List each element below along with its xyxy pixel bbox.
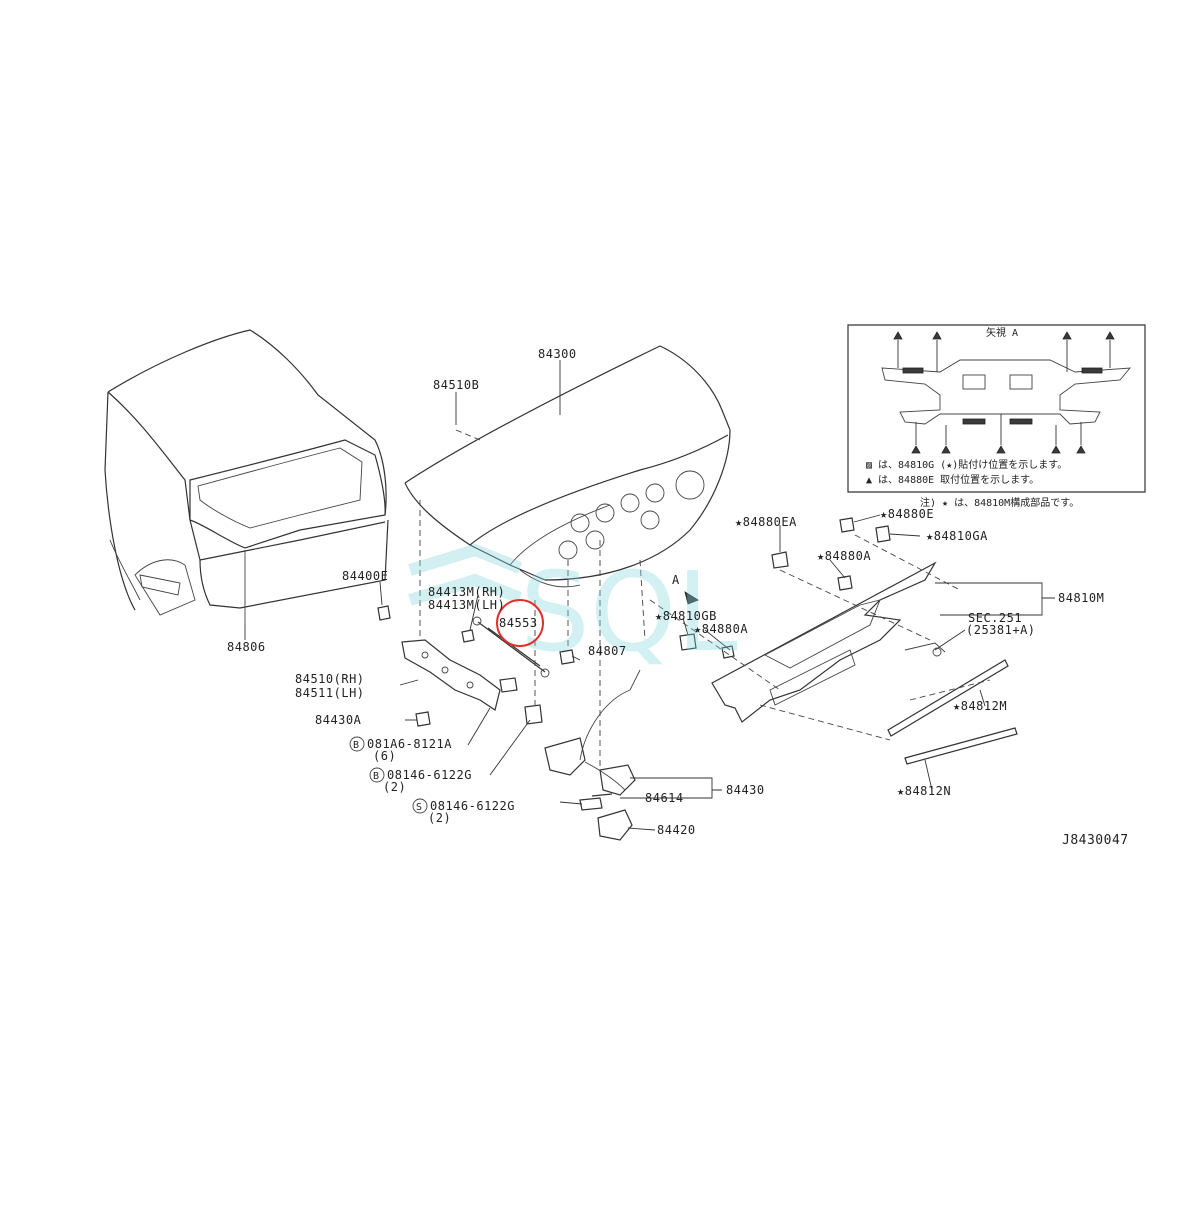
part-labels: 84300 84510B 84806 84400E 84413M(RH) 844… bbox=[227, 347, 1129, 848]
hinge-assembly bbox=[377, 605, 575, 727]
view-a-inset: 矢視 A ▨ は、84810G (★)貼付け位置を示します。 ▲ は、84880… bbox=[847, 324, 1146, 509]
label-08146-s-qty: (2) bbox=[428, 811, 451, 825]
assembly-guides bbox=[419, 429, 991, 770]
label-84614: 84614 bbox=[645, 791, 684, 805]
label-84430: 84430 bbox=[726, 783, 765, 797]
label-84810ga: ★84810GA bbox=[926, 529, 988, 543]
label-84430a: 84430A bbox=[315, 713, 362, 727]
label-84812n: ★84812N bbox=[897, 784, 951, 798]
label-081a6-qty: (6) bbox=[373, 749, 396, 763]
label-84300: 84300 bbox=[538, 347, 577, 361]
label-84810m: 84810M bbox=[1058, 591, 1104, 605]
highlight-circle bbox=[496, 599, 544, 647]
car-illustration bbox=[104, 329, 389, 625]
label-84413m-rh: 84413M(RH) bbox=[428, 585, 505, 599]
label-08146-s: 08146-6122G bbox=[430, 799, 515, 813]
label-08146-b: 08146-6122G bbox=[387, 768, 472, 782]
label-84511-lh: 84511(LH) bbox=[295, 686, 365, 700]
b-marker-2: B bbox=[373, 771, 379, 782]
b-marker-1: B bbox=[353, 740, 359, 751]
label-84510-rh: 84510(RH) bbox=[295, 672, 365, 686]
label-84880a-1: ★84880A bbox=[694, 622, 748, 636]
leader-lines bbox=[244, 360, 1055, 831]
finisher-panel bbox=[679, 517, 1018, 765]
label-84812m: ★84812M bbox=[953, 699, 1007, 713]
diagram-id: J8430047 bbox=[1062, 833, 1129, 848]
trunk-lid bbox=[404, 345, 731, 588]
label-84880a-2: ★84880A bbox=[817, 549, 871, 563]
inset-note: 注) ★ は、84810M構成部品です。 bbox=[920, 496, 1079, 509]
label-08146-b-qty: (2) bbox=[383, 780, 406, 794]
label-84510b: 84510B bbox=[433, 378, 479, 392]
inset-legend-2: ▲ は、84880E 取付位置を示します。 bbox=[866, 473, 1039, 486]
inset-title: 矢視 A bbox=[986, 326, 1018, 339]
label-sec251-ref: (25381+A) bbox=[966, 623, 1036, 637]
label-84413m-lh: 84413M(LH) bbox=[428, 598, 505, 612]
label-sec251: SEC.251 bbox=[968, 611, 1022, 625]
label-84553: 84553 bbox=[499, 616, 538, 630]
label-84807: 84807 bbox=[588, 644, 627, 658]
label-84400e: 84400E bbox=[342, 569, 388, 583]
lock-assembly bbox=[544, 669, 641, 841]
watermark: SQL bbox=[408, 543, 738, 676]
bolt-markers: B B S bbox=[349, 736, 428, 814]
label-84420: 84420 bbox=[657, 823, 696, 837]
label-84880e: ★84880E bbox=[880, 507, 934, 521]
watermark-text: SQL bbox=[520, 548, 738, 676]
s-marker: S bbox=[416, 802, 422, 813]
label-84806: 84806 bbox=[227, 640, 266, 654]
inset-legend-1: ▨ は、84810G (★)貼付け位置を示します。 bbox=[866, 458, 1067, 471]
label-081a6: 081A6-8121A bbox=[367, 737, 452, 751]
label-84810gb: ★84810GB bbox=[655, 609, 717, 623]
label-view-a: A bbox=[672, 573, 680, 587]
label-84880ea: ★84880EA bbox=[735, 515, 797, 529]
